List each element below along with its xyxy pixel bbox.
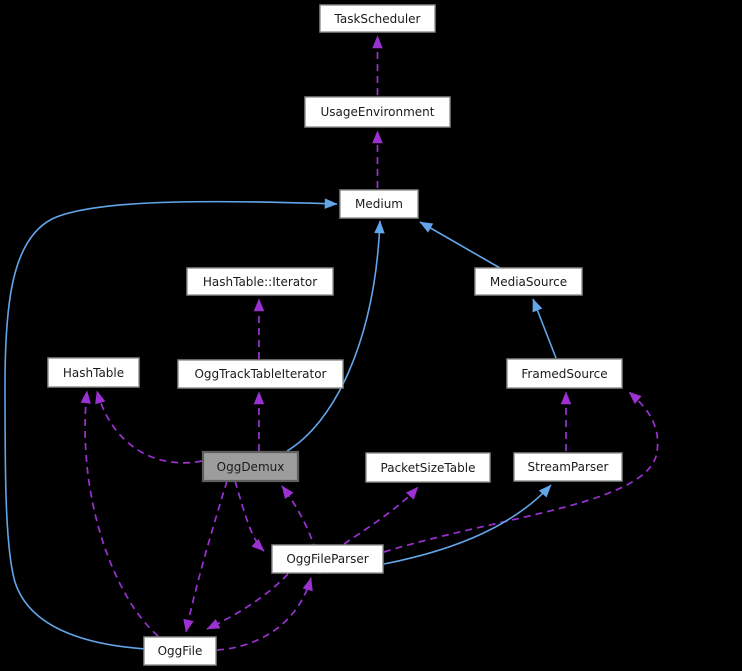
edge-inherit-framedsource-to-mediasource	[532, 298, 557, 359]
node-taskscheduler-box[interactable]	[319, 4, 436, 33]
node-oggtracktableiterator-label: OggTrackTableIterator	[194, 367, 326, 381]
node-medium[interactable]: Medium	[339, 189, 419, 219]
node-oggdemux-current: OggDemux	[201, 450, 300, 483]
node-mediasource[interactable]: MediaSource	[474, 267, 583, 296]
node-mediasource-box[interactable]	[474, 267, 583, 296]
node-usageenvironment-label: UsageEnvironment	[320, 105, 434, 119]
node-streamparser-box[interactable]	[513, 452, 623, 482]
node-framedsource[interactable]: FramedSource	[506, 358, 623, 389]
node-hashtable-box[interactable]	[47, 357, 140, 388]
node-oggfile[interactable]: OggFile	[143, 636, 217, 666]
edge-usage-oggdemux-to-oggfile	[183, 480, 228, 633]
node-taskscheduler-label: TaskScheduler	[334, 12, 421, 26]
node-oggfile-label: OggFile	[158, 644, 203, 658]
edge-usage-oggfileparser-to-oggdemux	[281, 485, 321, 575]
node-streamparser[interactable]: StreamParser	[513, 452, 623, 482]
node-hashtable-iterator-box[interactable]	[186, 267, 334, 296]
node-oggdemux-label: OggDemux	[217, 460, 285, 474]
node-oggfile-box[interactable]	[143, 636, 217, 666]
node-hashtable-iterator[interactable]: HashTable::Iterator	[186, 267, 334, 296]
node-packetsizetable-box[interactable]	[365, 452, 491, 483]
edge-inherit-mediasource-to-medium	[419, 221, 501, 269]
node-framedsource-box[interactable]	[506, 358, 623, 389]
node-taskscheduler[interactable]: TaskScheduler	[319, 4, 436, 33]
edge-inherit-oggdemux-to-medium	[286, 220, 385, 452]
edges-layer	[4, 35, 659, 651]
node-framedsource-label: FramedSource	[521, 367, 607, 381]
nodes-layer: TaskScheduler UsageEnvironment Medium Ha…	[47, 4, 623, 666]
edge-usage-oggfile-to-oggfileparser	[216, 577, 313, 651]
node-oggfileparser-label: OggFileParser	[286, 552, 368, 566]
node-mediasource-label: MediaSource	[490, 275, 567, 289]
edge-inherit-oggfileparser-to-streamparser	[383, 484, 552, 565]
node-oggfileparser-box[interactable]	[271, 544, 384, 574]
edge-usage-oggfile-to-hashtable	[80, 390, 159, 637]
node-oggdemux-box	[201, 450, 300, 483]
node-oggtracktableiterator[interactable]: OggTrackTableIterator	[177, 359, 344, 389]
node-usageenvironment-box[interactable]	[304, 96, 451, 128]
edge-usage-oggfileparser-to-packetsizetable	[343, 486, 419, 545]
node-streamparser-label: StreamParser	[528, 460, 609, 474]
edge-usage-oggfileparser-to-framedsource	[383, 391, 659, 553]
node-hashtable-iterator-label: HashTable::Iterator	[203, 275, 317, 289]
node-packetsizetable-label: PacketSizeTable	[381, 461, 476, 475]
edge-usage-oggdemux-to-hashtable	[95, 390, 203, 464]
node-medium-label: Medium	[355, 197, 403, 211]
node-hashtable[interactable]: HashTable	[47, 357, 140, 388]
node-hashtable-label: HashTable	[63, 366, 124, 380]
edge-inherit-oggfile-to-medium	[4, 198, 338, 650]
node-medium-box[interactable]	[339, 189, 419, 219]
node-usageenvironment[interactable]: UsageEnvironment	[304, 96, 451, 128]
node-packetsizetable[interactable]: PacketSizeTable	[365, 452, 491, 483]
node-oggtracktableiterator-box[interactable]	[177, 359, 344, 389]
node-oggfileparser[interactable]: OggFileParser	[271, 544, 384, 574]
edge-usage-oggfileparser-to-oggfile	[206, 573, 289, 630]
